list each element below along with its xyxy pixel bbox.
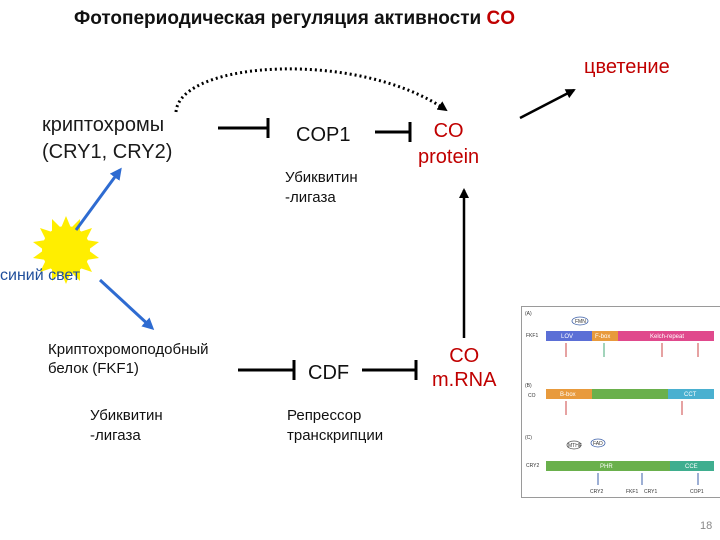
co-protein-label: CO protein: [418, 118, 479, 170]
dotted-arrow-cry-to-coprotein: [174, 67, 448, 113]
cop1-ligase-label: Убиквитин -лигаза: [285, 168, 358, 208]
fmn-chip-label: FMN: [575, 319, 586, 325]
inset-row-cry2: CRY2: [526, 463, 539, 469]
page-number: 18: [700, 520, 713, 532]
inset-bottom-cop1: COP1: [690, 489, 704, 495]
cryptochromes-label: криптохромы (CRY1, CRY2): [42, 112, 172, 166]
inhibit-fkf1-cdf: [238, 360, 296, 380]
inhibit-cop1-coprotein: [375, 122, 412, 142]
inset-panel-c: (C): [525, 435, 532, 441]
inset-graphics: (A) (B) (C) FMN FKF1 LOV F-box Kelch-rep…: [525, 311, 714, 495]
fkf1-line2: белок (FKF1): [48, 360, 139, 377]
flowering-label: цветение: [584, 56, 670, 78]
fkf1-ligase-line1: Убиквитин: [90, 407, 163, 424]
mthf-chip: [566, 440, 582, 450]
cop1-ligase-line1: Убиквитин: [285, 169, 358, 186]
domain-structure-inset: (A) (B) (C) FMN FKF1 LOV F-box Kelch-rep…: [521, 306, 720, 498]
fkf1-ligase-line2: -лигаза: [90, 427, 141, 444]
cdf-role-line2: транскрипции: [287, 427, 384, 444]
title-text: Фотопериодическая регуляция активности: [74, 8, 487, 29]
inset-row-co: CO: [528, 393, 536, 399]
arrow-coprotein-to-flowering: [519, 88, 576, 120]
fkf1-ligase-label: Убиквитин -лигаза: [90, 406, 163, 446]
cry2-cce-domain: [670, 461, 714, 471]
co-bbox-domain: [546, 389, 592, 399]
fkf1-line1: Криптохромоподобный: [48, 341, 209, 358]
fkf1-label: Криптохромоподобный белок (FKF1): [48, 340, 209, 378]
fkf1-kelch-label: Kelch-repeat: [650, 334, 684, 340]
cryptochromes-line1: криптохромы: [42, 114, 165, 136]
fmn-chip: [571, 316, 589, 326]
co-bbox-label: B-box: [560, 392, 576, 398]
blue-light-label: синий свет: [0, 267, 81, 284]
cry2-cce-label: CCE: [685, 464, 698, 470]
fkf1-fbox-label: F-box: [595, 334, 610, 340]
blue-arrow-to-fkf1: [98, 278, 155, 331]
co-cct-domain: [668, 389, 714, 399]
cry2-phr-label: PHR: [600, 464, 613, 470]
cdf-role-label: Репрессор транскрипции: [287, 406, 383, 446]
cdf-role-line1: Репрессор: [287, 407, 362, 424]
fkf1-kelch-domain: [618, 331, 714, 341]
inset-panel-b: (B): [525, 383, 532, 389]
fad-chip-label: FAD: [593, 441, 603, 447]
inset-bottom-fkf1: FKF1: [626, 489, 638, 495]
cop1-label: COP1: [296, 124, 351, 146]
co-mrna-line2: m.RNA: [432, 369, 497, 391]
sun-icon: [33, 216, 99, 284]
title-co: CO: [486, 8, 515, 29]
inset-panel-a: (A): [525, 311, 532, 317]
fkf1-fbox-domain: [592, 331, 618, 341]
fad-chip: [590, 438, 606, 448]
inhibit-cry-cop1: [218, 118, 270, 138]
co-middle-domain: [592, 389, 668, 399]
cdf-label: CDF: [308, 362, 350, 384]
inset-row-fkf1: FKF1: [526, 333, 538, 339]
mthf-chip-label: MTHF: [568, 443, 582, 449]
co-protein-line1: CO: [433, 120, 464, 142]
blue-arrow-to-cryptochromes: [74, 167, 122, 231]
cry2-phr-domain: [546, 461, 670, 471]
cryptochromes-line2: (CRY1, CRY2): [42, 141, 173, 163]
slide-title: Фотопериодическая регуляция активности C…: [74, 8, 515, 30]
inhibit-cdf-comrna: [362, 360, 418, 380]
co-cct-label: CCT: [684, 392, 697, 398]
inset-bottom-cry1: CRY1: [644, 489, 657, 495]
co-mrna-line1: CO: [449, 345, 480, 367]
co-mrna-label: CO m.RNA: [432, 344, 496, 392]
fkf1-lov-domain: [546, 331, 592, 341]
cop1-ligase-line2: -лигаза: [285, 189, 336, 206]
fkf1-lov-label: LOV: [561, 334, 573, 340]
inset-bottom-cry2: CRY2: [590, 489, 603, 495]
co-protein-line2: protein: [418, 146, 480, 168]
